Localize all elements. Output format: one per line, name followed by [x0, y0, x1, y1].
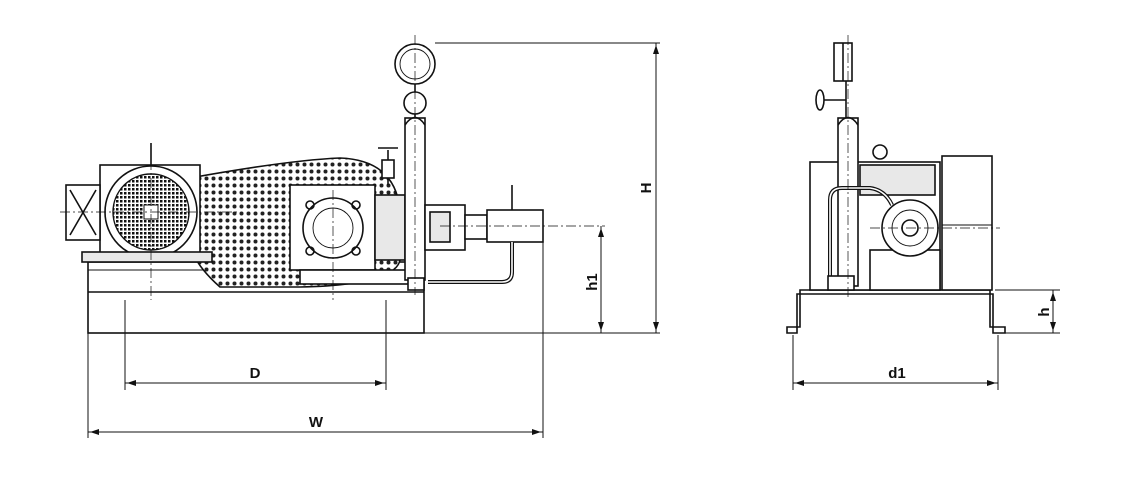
fan-cover: [941, 155, 993, 291]
mounting-bracket: [786, 289, 1006, 334]
bolt: [351, 200, 361, 210]
cylinder-fitting-end: [827, 275, 855, 291]
motor-mount: [81, 251, 213, 263]
outlet-coupling: [464, 214, 488, 240]
dim-W-label: W: [309, 414, 324, 431]
dim-d1-label: d1: [888, 365, 906, 382]
pipe-highlight: [428, 242, 513, 283]
side-view: [60, 35, 605, 334]
pipe-end-highlight: [829, 187, 893, 279]
bolt: [305, 246, 315, 256]
handwheel: [815, 89, 825, 111]
valve-body: [381, 159, 395, 179]
belt-guard-end: [859, 164, 936, 196]
end-view: [786, 35, 1006, 334]
dim-h-label: h: [1036, 307, 1053, 316]
cylinder-cap-end: [837, 116, 859, 126]
end-dimensions: h d1: [792, 289, 1060, 390]
terminal-box-brace: [69, 189, 97, 236]
side-dimensions: H h1 D W: [87, 42, 660, 438]
dim-D-label: D: [250, 365, 261, 382]
dim-h1-label: h1: [584, 273, 601, 291]
pump-base: [299, 269, 411, 285]
bolt: [305, 200, 315, 210]
pump-housing: [374, 194, 406, 261]
cylinder-fitting: [407, 277, 425, 291]
bolt: [351, 246, 361, 256]
outlet-flange: [429, 211, 451, 243]
dim-H-label: H: [638, 183, 655, 194]
lifting-eye-end: [872, 144, 888, 160]
